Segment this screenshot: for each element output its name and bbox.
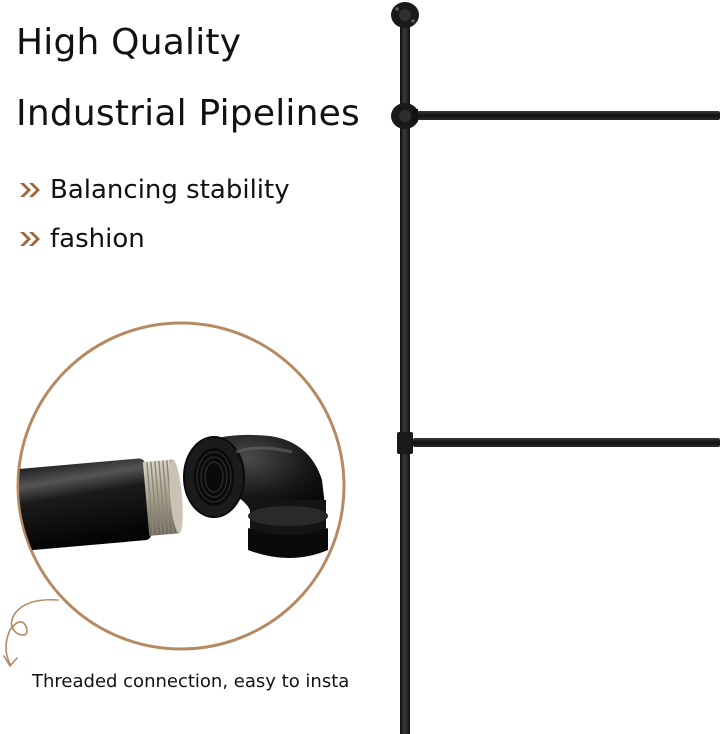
curl-arrow-icon (3, 598, 59, 668)
elbow-fitting-image (183, 434, 328, 558)
upper-arm (391, 103, 720, 129)
heading-line-2: Industrial Pipelines (16, 93, 360, 134)
feature-label: Balancing stability (50, 175, 290, 205)
feature-label: fashion (50, 224, 145, 254)
top-flange (391, 2, 419, 28)
pipe-image (19, 458, 183, 553)
detail-circle (16, 321, 346, 651)
detail-caption: Threaded connection, easy to insta (32, 671, 350, 692)
double-chevron-right-icon (20, 232, 40, 246)
lower-arm (397, 432, 720, 454)
pipe-rack (391, 2, 720, 734)
feature-item: fashion (18, 224, 145, 254)
vertical-pipe (400, 16, 410, 734)
double-chevron-right-icon (20, 183, 40, 197)
heading-line-1: High Quality (16, 22, 242, 63)
feature-item: Balancing stability (18, 175, 290, 205)
